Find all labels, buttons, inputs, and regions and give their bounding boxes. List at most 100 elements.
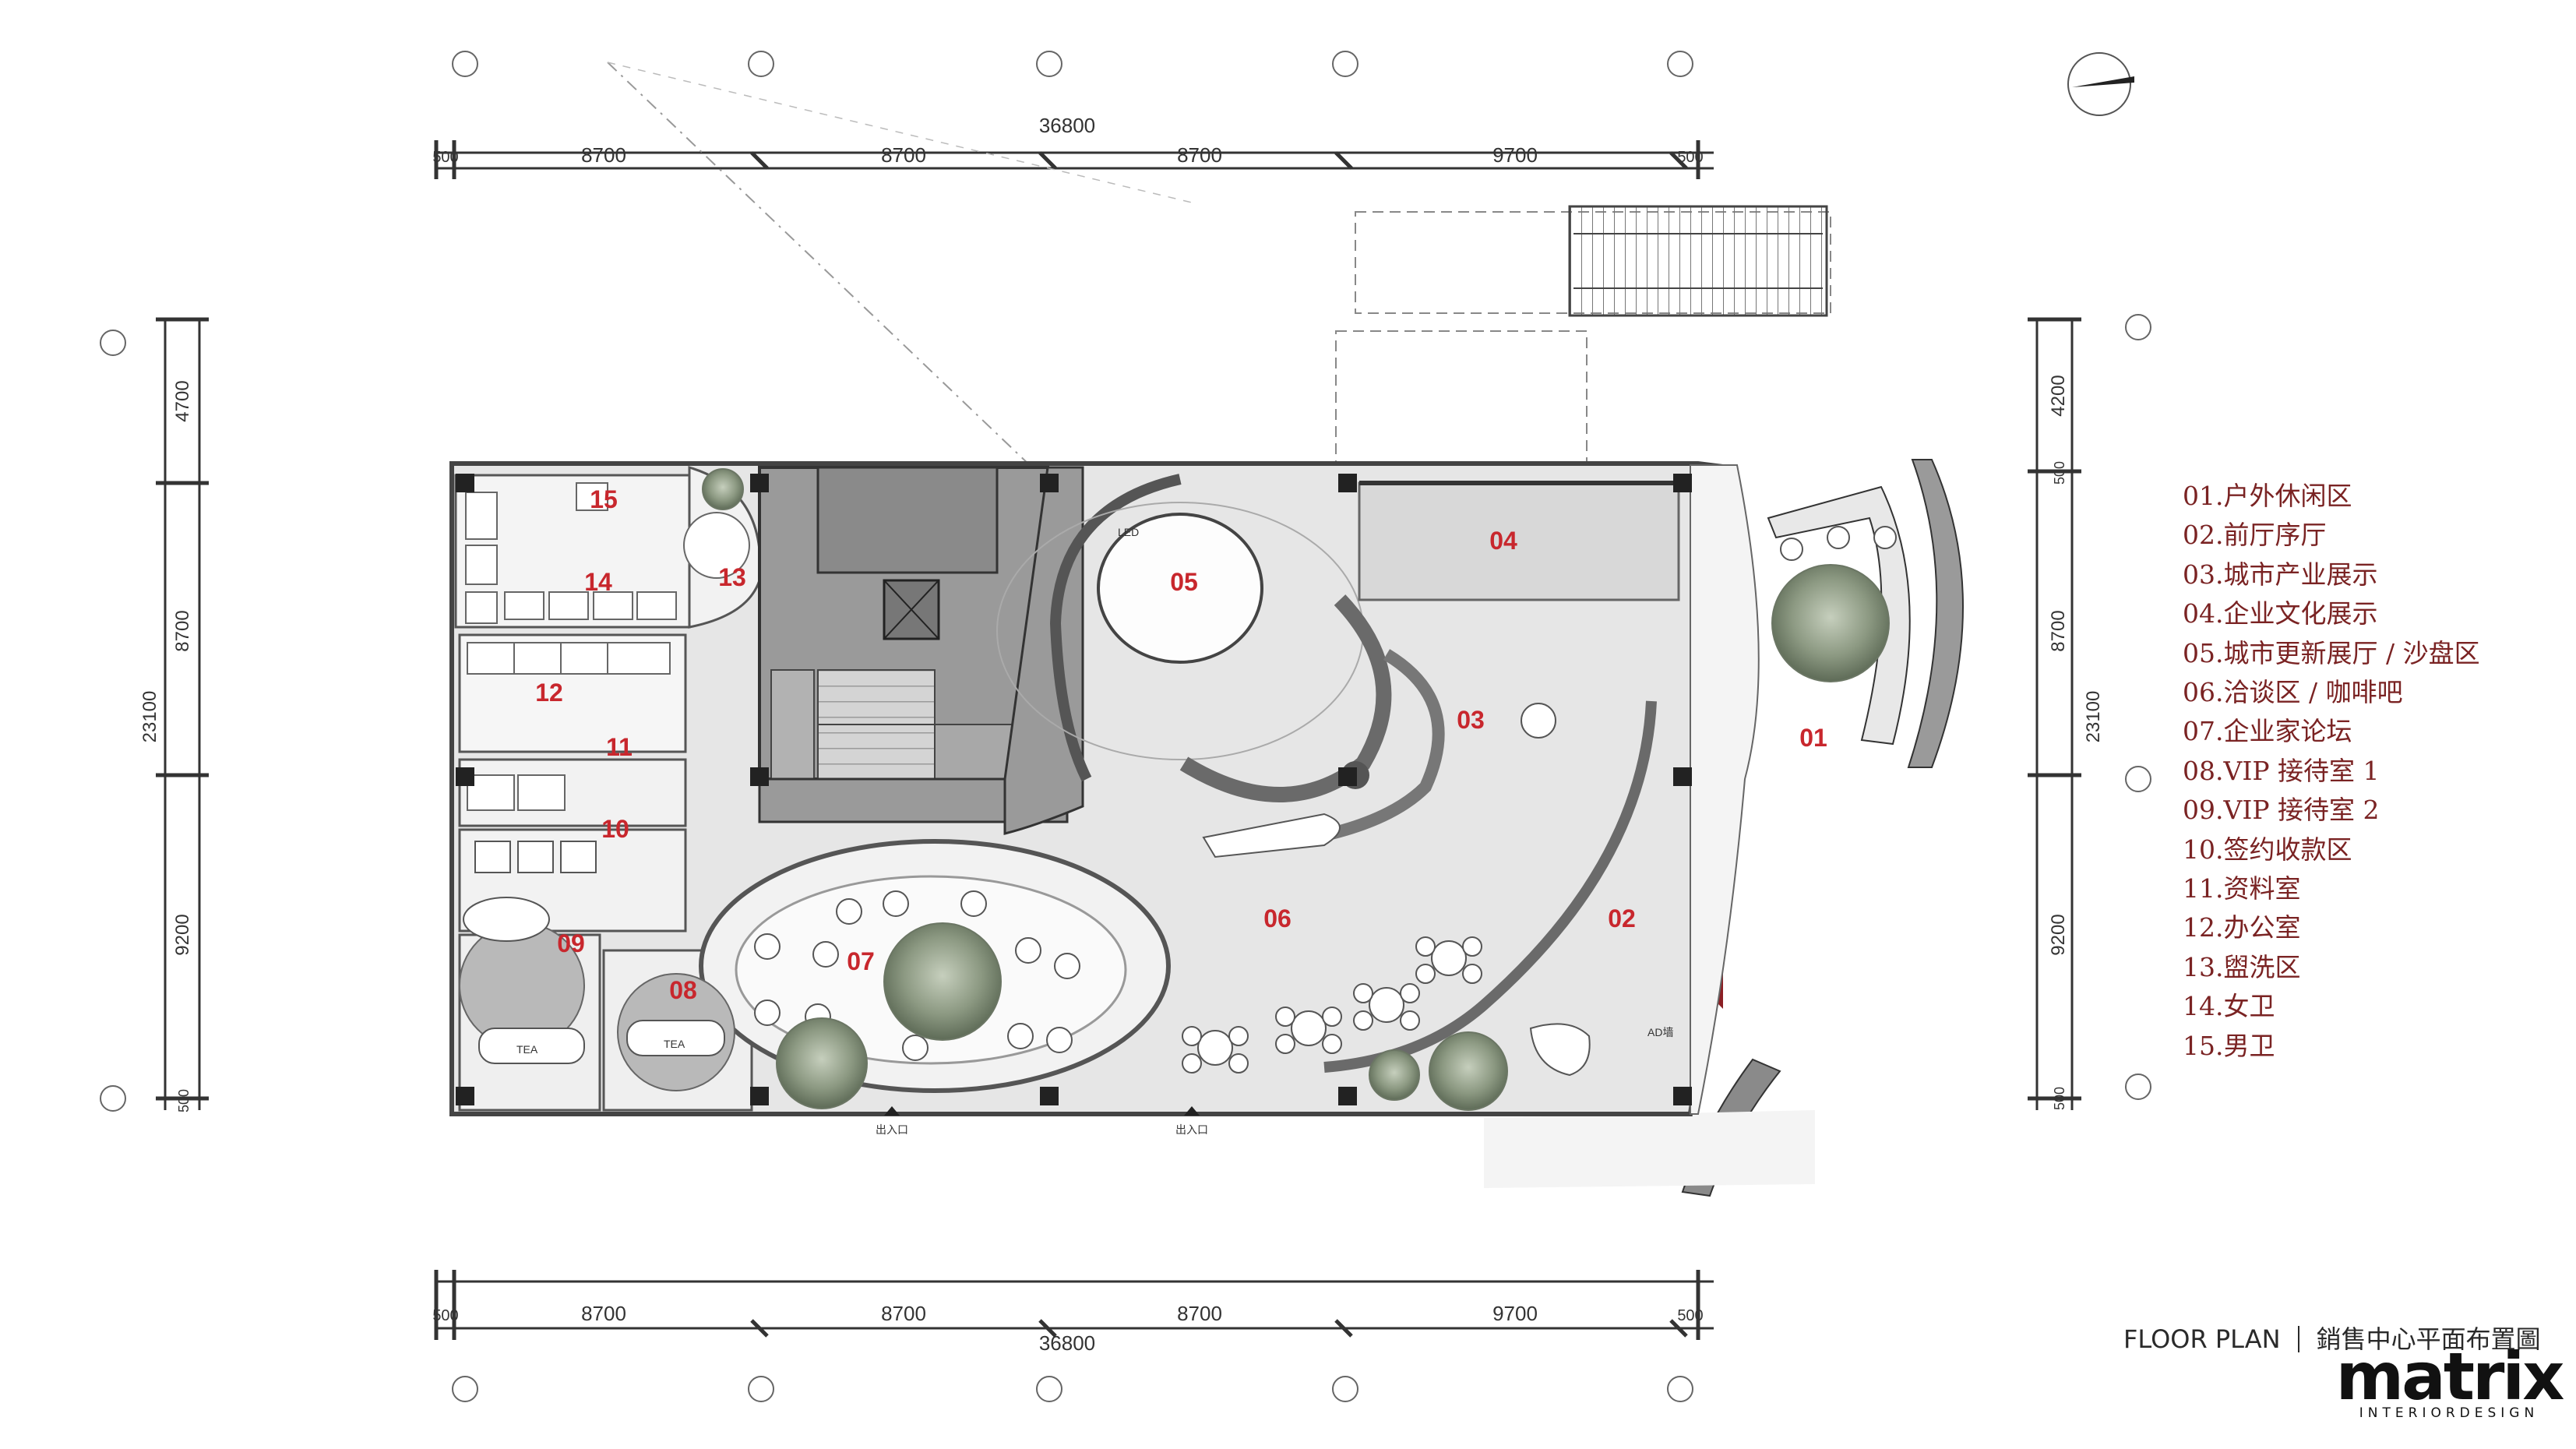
room-number-09: 09 [557,929,585,957]
bottom-dimension-line [436,1280,1714,1330]
ad-wall-label: AD墙 [1647,1026,1673,1038]
entrance-label-1: 出入口 [876,1123,908,1136]
title-separator [2297,1326,2299,1352]
bottom-dimension-1: 500 [432,1307,458,1324]
legend-item: 15.男卫 [2183,1030,2275,1061]
room-number-05: 05 [1170,568,1198,596]
washroom-round [683,465,762,629]
left-dimension-line [164,319,201,1110]
tea-label-1: TEA [664,1038,685,1050]
legend-item: 06.洽谈区 / 咖啡吧 [2183,677,2403,708]
tree-canopies [702,468,1890,1111]
logo-wordmark: matrix [2335,1338,2565,1415]
vip-room-1 [617,973,735,1091]
legend-item: 08.VIP 接待室 1 [2183,755,2380,786]
left-dimension-2: 8700 [172,610,193,651]
dashed-sightline [607,62,1033,468]
outdoor-planter-bench [1767,485,1911,746]
signing-chairs [474,841,597,873]
bottom-dimension-2: 8700 [581,1302,626,1325]
legend-item: 02.前厅序厅 [2183,520,2327,551]
legend-item: 12.办公室 [2183,912,2301,943]
vip-room-2 [459,897,585,1064]
top-dimension-3: 8700 [881,143,926,167]
model-hall-curved-wall [1049,474,1182,782]
right-dimension-1: 4200 [2048,375,2069,416]
room-legend: 01.户外休闲区 02.前厅序厅 03.城市产业展示 04.企业文化展示 05.… [2183,477,2480,1066]
elevator-stair-core [758,466,1069,823]
dimension-ticks [156,140,2081,1340]
legend-item: 01.户外休闲区 [2183,481,2352,511]
led-label: LED [1118,526,1139,538]
top-dimension-5: 9700 [1492,143,1538,167]
outdoor-chairs [1780,526,1897,561]
room-number-02: 02 [1608,904,1636,933]
legend-item: 04.企业文化展示 [2183,598,2378,629]
right-dimension-2: 500 [2052,461,2067,485]
right-dimension-4: 9200 [2048,914,2069,955]
legend-item: 10.签约收款区 [2183,834,2352,865]
room-number-07: 07 [847,947,875,975]
legend-item: 05.城市更新展厅 / 沙盘区 [2183,637,2480,668]
room-number-14: 14 [584,568,612,596]
top-dimension-6: 500 [1677,149,1703,166]
legend-item: 14.女卫 [2183,991,2275,1022]
matrix-logo: matrix INTERIORDESIGN [2332,1338,2566,1421]
dashed-sightline-2 [607,62,1193,203]
legend-item: 07.企业家论坛 [2183,716,2352,747]
exterior-staircase [1568,205,1828,317]
north-arrow-icon [2067,52,2134,116]
top-dimension-2: 8700 [581,143,626,167]
legend-item: 03.城市产业展示 [2183,559,2378,590]
outdoor-curved-wall [1907,459,1964,768]
entrance-landing [1484,1110,1815,1188]
logo-subtitle: INTERIORDESIGN [2359,1405,2539,1421]
top-dimension-4: 8700 [1177,143,1222,167]
reception-desk [1529,1023,1591,1077]
sand-table-ellipse [1097,513,1263,664]
left-dimension-4: 500 [176,1089,192,1112]
room-number-13: 13 [718,563,746,591]
forum-chairs [754,890,1080,1061]
dashed-canopy-outline [1335,330,1588,468]
room-number-03: 03 [1457,706,1485,734]
negotiation-tables [1182,936,1482,1074]
drawing-title-en: FLOOR PLAN [2123,1324,2281,1354]
legend-item: 11.资料室 [2183,873,2301,904]
room-number-06: 06 [1263,904,1292,933]
room-number-04: 04 [1489,527,1517,555]
bottom-total-dimension: 36800 [1039,1331,1095,1355]
top-dimension-line [436,151,1714,170]
room-number-11: 11 [606,733,633,761]
room-number-01: 01 [1799,724,1827,752]
bottom-dimension-6: 500 [1677,1307,1703,1324]
tea-label-2: TEA [516,1043,538,1056]
corporate-culture-wall [1358,481,1680,601]
legend-item: 09.VIP 接待室 2 [2183,795,2380,826]
left-dimension-1: 4700 [172,380,193,421]
right-dimension-3: 8700 [2048,610,2069,651]
display-roundel [1521,703,1556,739]
exterior-terrace [1690,464,1760,1115]
bottom-dimension-5: 9700 [1492,1302,1538,1325]
legend-item: 13.盥洗区 [2183,951,2301,982]
toilet-stalls [465,482,677,624]
right-dimension-total: 23100 [2083,691,2104,743]
top-dimension-1: 500 [432,149,458,166]
left-dimension-total: 23100 [139,691,160,743]
bottom-dimension-4: 8700 [1177,1302,1222,1325]
bar-counter [1202,813,1341,858]
right-dimension-5: 500 [2052,1087,2067,1110]
room-number-08: 08 [669,976,697,1004]
grid-axis-bubbles [100,51,2151,1402]
bottom-dimension-3: 8700 [881,1302,926,1325]
room-number-15: 15 [590,485,618,513]
entrance-arrows [884,1106,1200,1116]
top-total-dimension: 36800 [1039,114,1095,137]
left-dimension-3: 9200 [172,914,193,955]
entrance-label-2: 出入口 [1175,1123,1208,1136]
room-number-10: 10 [601,815,629,843]
office-desks [467,642,671,811]
